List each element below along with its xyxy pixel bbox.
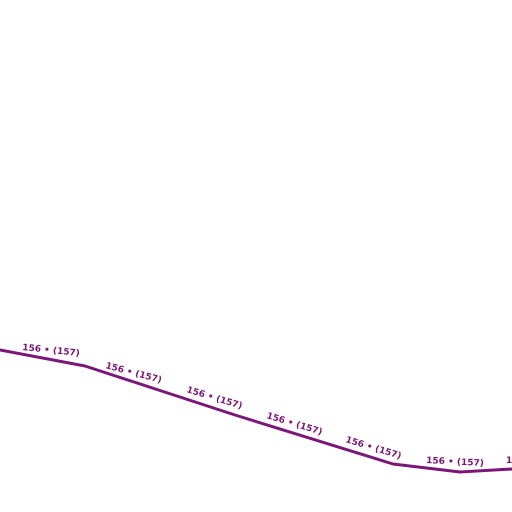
road-label-156: 156 • (157) (426, 456, 484, 469)
road-156-line[interactable] (0, 348, 512, 474)
road-label-156-partial: 1 (506, 456, 512, 466)
